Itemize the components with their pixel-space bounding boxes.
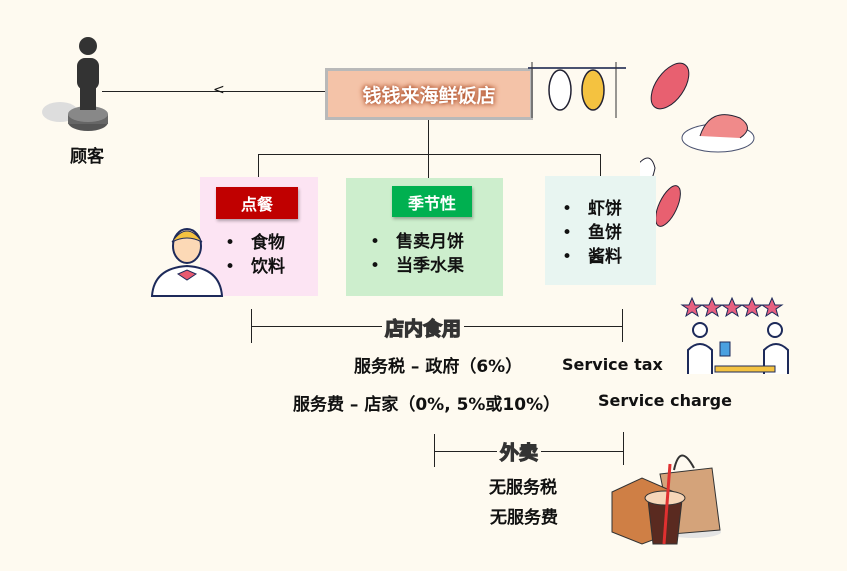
- bracket-end: [623, 432, 624, 465]
- customer-label: 顾客: [70, 147, 104, 167]
- list-item: •酱料: [562, 247, 622, 267]
- list-item: •虾饼: [562, 199, 622, 219]
- service-charge-en: Service charge: [598, 391, 732, 410]
- hanging-fish-icon: [528, 62, 626, 118]
- ordering-list: •食物 •饮料: [225, 231, 285, 279]
- list-item: •当季水果: [370, 256, 464, 276]
- ordering-tag: 点餐: [216, 187, 298, 219]
- service-charge-cn: 服务费 – 店家（0%, 5%或10%）: [293, 395, 561, 415]
- seasonal-list: •售卖月饼 •当季水果: [370, 230, 464, 278]
- seasonal-tag: 季节性: [392, 186, 472, 217]
- seafood-icon: [640, 62, 755, 227]
- arrow-line: [102, 91, 326, 92]
- takeaway-bag-icon: [611, 454, 721, 545]
- service-tax-en: Service tax: [562, 355, 663, 374]
- waiter-icon: [150, 228, 224, 297]
- connector: [258, 154, 601, 155]
- takeaway-line: 无服务税: [489, 478, 557, 498]
- products-list: •虾饼 •鱼饼 •酱料: [562, 197, 622, 269]
- products-panel: [545, 176, 656, 285]
- bracket-end: [434, 434, 435, 467]
- connector: [600, 154, 601, 187]
- takeaway-label: 外卖: [497, 438, 542, 465]
- list-item: •食物: [225, 233, 285, 253]
- dine-in-label: 店内食用: [382, 314, 465, 341]
- customer-icon: [42, 37, 108, 131]
- list-item: •鱼饼: [562, 223, 622, 243]
- connector: [258, 154, 259, 187]
- bracket-end: [251, 309, 252, 343]
- connector: [428, 120, 429, 185]
- list-item: •饮料: [225, 257, 285, 277]
- restaurant-title: 钱钱来海鲜饭店: [325, 68, 533, 120]
- dining-rating-icon: [680, 296, 789, 374]
- list-item: •售卖月饼: [370, 232, 464, 252]
- bracket-end: [622, 309, 623, 342]
- takeaway-line: 无服务费: [490, 508, 558, 528]
- service-tax-cn: 服务税 – 政府（6%）: [354, 357, 523, 377]
- arrow-head-icon: <: [213, 82, 225, 98]
